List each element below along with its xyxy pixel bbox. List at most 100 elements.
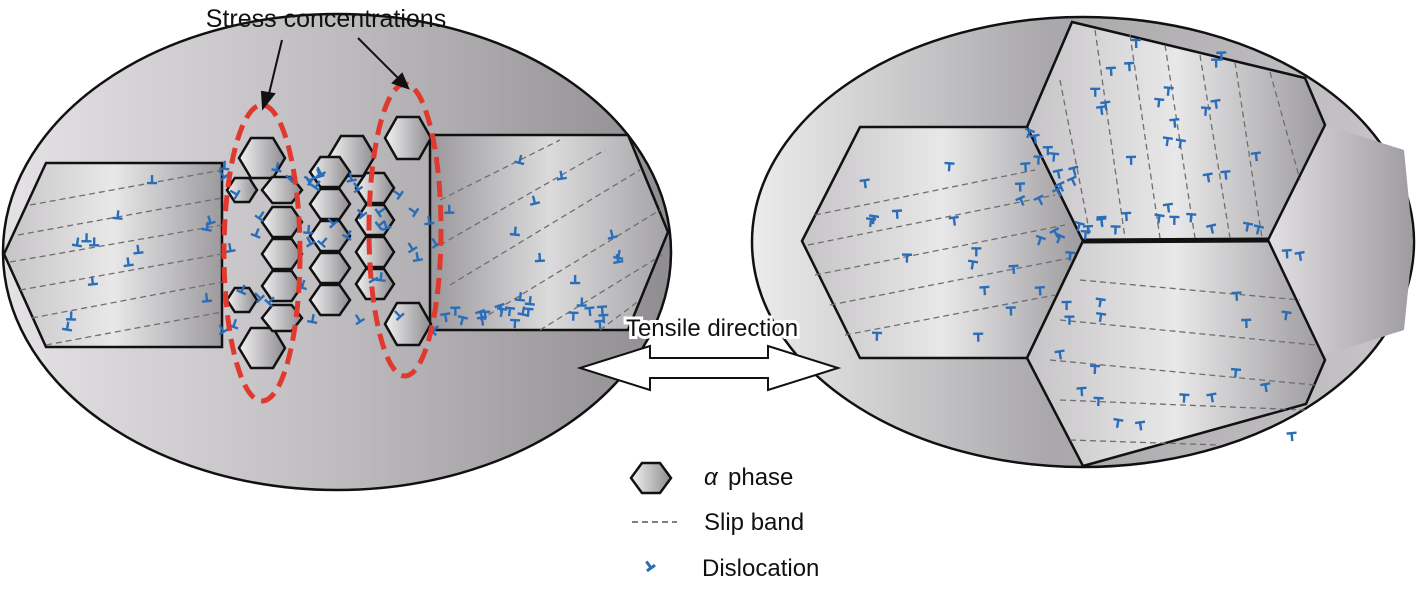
dislocation-symbol [201,221,212,232]
right-dislocations [859,38,1305,442]
dislocation-symbol [1110,225,1121,235]
alpha-phase-hexagon [354,235,396,269]
legend-alpha-symbol: α [704,464,719,491]
dislocation-symbol [1065,250,1076,261]
dislocation-symbol [450,306,461,316]
dislocation-symbol [1054,349,1065,360]
alpha-phase-hexagon [260,269,304,303]
dislocation-symbol [1068,165,1079,176]
dislocation-symbol [979,285,990,296]
dislocation-symbol [229,189,241,200]
dislocation-symbol [457,315,469,326]
alpha-phase-hexagon [308,283,352,317]
dislocation-symbol [1186,212,1197,223]
dislocation-symbol [353,182,364,194]
dislocation-symbol [613,253,624,265]
dislocation-symbol [354,314,366,326]
dislocation-symbol [1082,224,1094,235]
right-slip-bands [807,29,1316,446]
dislocation-symbol [1281,248,1292,259]
alpha-phase-hexagon [354,267,396,301]
alpha-phase-hexagon [225,286,259,314]
dislocation-symbol [509,226,520,237]
dislocation-symbol [327,217,339,229]
dislocation-symbol [556,170,567,181]
dislocation-symbol [250,227,261,239]
dislocation-symbol [607,229,618,240]
dislocation-symbol [523,307,534,317]
dislocation-symbol [1169,215,1180,225]
dislocation-symbol [902,253,913,263]
alpha-phase-hexagon [260,175,304,205]
dislocation-symbol [504,306,516,317]
dislocation-symbol [1162,136,1173,147]
dislocation-symbol [1281,310,1292,321]
dislocation-symbol [346,172,357,183]
dislocation-symbol [944,161,955,172]
dislocation-symbol [1175,138,1186,149]
dislocation-symbol [133,244,144,255]
dislocation-symbol [584,306,595,317]
dislocation-symbol [374,219,386,231]
dislocation-symbol [594,319,605,330]
dislocation-symbol [219,160,230,171]
alpha-phase-hexagon [225,176,259,204]
dislocation-symbol [1066,175,1077,187]
dislocation-symbol [1113,417,1124,428]
dislocation-symbol [65,311,77,321]
dislocation-symbol [859,178,870,189]
dislocation-symbol [1096,311,1107,322]
dislocation-symbol [412,251,424,263]
dislocation-symbol [1121,211,1132,222]
dislocation-symbol [1125,155,1137,165]
dislocation-symbol [1162,202,1173,213]
dislocation-symbol [1008,264,1019,275]
dislocation-symbol [524,296,535,306]
dislocation-symbol [1061,300,1072,310]
dislocation-symbol [374,207,386,218]
dislocation-symbol [408,207,420,218]
dislocation-symbol [1286,431,1297,442]
legend: α phase Slip band Dislocation [629,461,819,582]
dislocation-symbol [1015,195,1026,206]
dislocation-symbol [868,214,880,225]
dislocation-symbol [1076,386,1087,397]
dislocation-symbol [1090,364,1101,374]
dislocation-symbol [1210,98,1221,109]
right-microstructure [750,15,1416,469]
dislocation-symbol [271,162,282,173]
dislocation-symbol [1035,234,1046,246]
dislocation-symbol [1090,87,1101,97]
dislocation-symbol [971,247,982,257]
dislocation-symbol [1105,66,1116,77]
dislocation-symbol [440,312,451,323]
dislocation-symbol [1206,223,1217,234]
dislocation-symbol [112,210,123,221]
dislocation-symbol [1074,220,1085,232]
legend-alpha-label: phase [728,464,793,491]
dislocation-symbol [1049,152,1060,162]
dislocation-symbol [341,229,352,241]
dislocation-symbol [570,275,581,285]
dislocation-symbol [1200,106,1212,116]
dislocation-symbol [1179,393,1190,403]
legend-alpha-phase-icon [629,461,673,495]
dislocation-symbol [254,292,266,304]
dislocation-symbol [218,324,229,336]
dislocation-symbol [1034,285,1045,296]
dislocation-symbol [1202,172,1213,183]
alpha-phase-hexagon [354,171,396,205]
dislocation-symbol [1163,86,1174,96]
legend-dislocation-icon [645,560,656,573]
left-grain-b [428,133,670,332]
dislocation-symbol [71,237,83,248]
legend-dislocation-label: Dislocation [702,555,819,582]
dislocation-symbol [218,170,230,182]
dislocation-symbol [1154,213,1165,224]
left-slip-bands [9,139,663,346]
dislocation-symbol [1124,61,1135,72]
dislocation-symbol [1014,182,1026,192]
dislocation-symbol [1033,194,1044,206]
dislocation-symbol [303,224,314,235]
dislocation-symbol [201,293,213,303]
